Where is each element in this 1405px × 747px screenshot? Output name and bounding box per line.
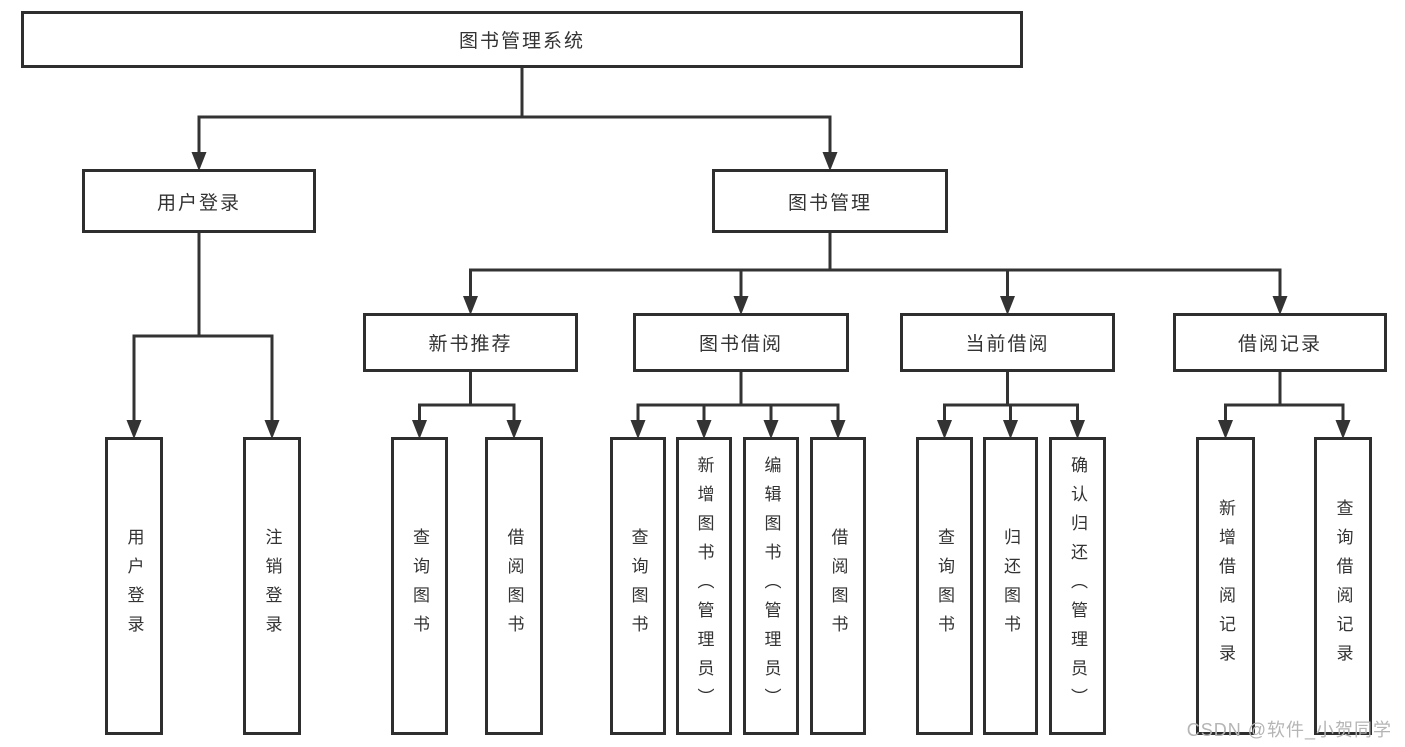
node-label: 借阅记录	[1237, 334, 1322, 355]
connector-root	[191, 64, 838, 171]
connector-newbook	[412, 368, 522, 439]
connector-borrow	[630, 368, 846, 439]
node-label: 查询借阅记录	[1333, 499, 1353, 673]
node-leaf-rec-add: 新增借阅记录	[1196, 437, 1255, 735]
node-label: 查询图书	[628, 528, 648, 644]
node-label: 图书借阅	[698, 334, 783, 355]
node-leaf-nb-query: 查询图书	[391, 437, 448, 735]
node-label: 归还图书	[1001, 528, 1020, 644]
node-label: 图书管理系统	[458, 31, 585, 52]
connector-records	[1218, 368, 1351, 439]
node-label: 用户登录	[124, 528, 144, 644]
node-label: 新书推荐	[428, 334, 513, 355]
node-leaf-user-login: 用户登录	[105, 437, 163, 735]
node-login: 用户登录	[82, 169, 316, 233]
node-leaf-cur-confirm: 确认归还（管理员）	[1049, 437, 1106, 735]
node-label: 确认归还（管理员）	[1068, 455, 1087, 717]
node-label: 查询图书	[410, 528, 429, 644]
node-leaf-bw-edit: 编辑图书（管理员）	[743, 437, 799, 735]
watermark: CSDN @软件_小贺同学	[1186, 720, 1392, 740]
node-leaf-cur-return: 归还图书	[983, 437, 1038, 735]
node-leaf-rec-query: 查询借阅记录	[1314, 437, 1372, 735]
node-label: 新增借阅记录	[1216, 499, 1235, 673]
node-leaf-bw-add: 新增图书（管理员）	[676, 437, 732, 735]
node-leaf-nb-borrow: 借阅图书	[485, 437, 543, 735]
connector-login	[126, 229, 280, 439]
connector-current	[937, 368, 1085, 439]
node-records: 借阅记录	[1173, 313, 1387, 372]
node-label: 当前借阅	[965, 334, 1050, 355]
node-label: 查询图书	[935, 528, 954, 644]
node-label: 图书管理	[787, 192, 872, 214]
node-label: 用户登录	[156, 192, 241, 214]
node-label: 注销登录	[262, 528, 282, 644]
node-leaf-logout: 注销登录	[243, 437, 301, 735]
node-borrow: 图书借阅	[633, 313, 849, 372]
node-leaf-bw-query: 查询图书	[610, 437, 666, 735]
node-leaf-bw-borrow: 借阅图书	[810, 437, 866, 735]
connector-bookmgmt	[463, 229, 1288, 315]
node-label: 借阅图书	[828, 528, 848, 644]
node-label: 编辑图书（管理员）	[761, 455, 781, 717]
node-root: 图书管理系统	[21, 11, 1023, 68]
node-leaf-cur-query: 查询图书	[916, 437, 973, 735]
node-label: 新增图书（管理员）	[694, 455, 714, 717]
node-bookmgmt: 图书管理	[712, 169, 948, 233]
node-current: 当前借阅	[900, 313, 1115, 372]
node-label: 借阅图书	[504, 528, 524, 644]
node-newbook: 新书推荐	[363, 313, 578, 372]
